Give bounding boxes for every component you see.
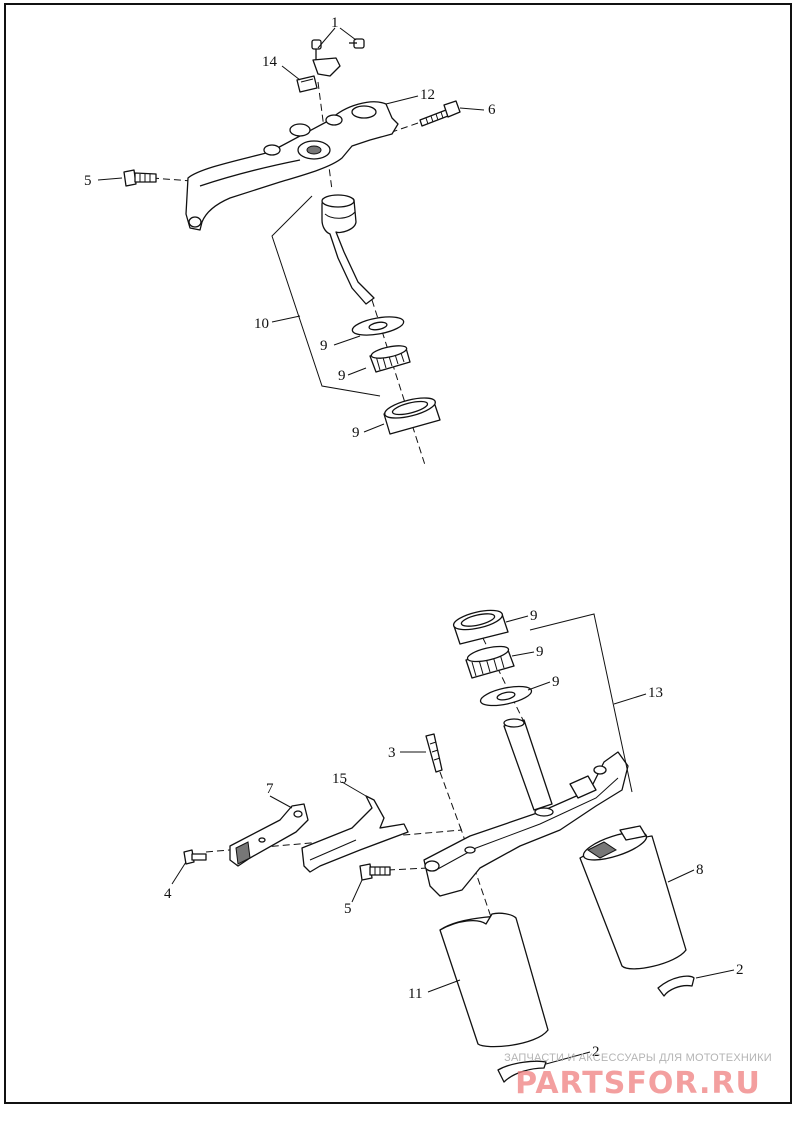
mount-plate-part-7 <box>229 803 309 867</box>
screw-part-3 <box>425 733 443 773</box>
callout-5-lower: 5 <box>344 901 352 917</box>
fork-cover-part-8 <box>579 825 687 970</box>
fork-cover-part-11 <box>439 912 549 1048</box>
callout-10: 10 <box>254 316 269 332</box>
leader-5-upper <box>97 177 123 181</box>
bracket-10 <box>271 195 381 397</box>
bolt-part-5-lower <box>359 863 391 881</box>
bolt-part-5-upper <box>123 169 157 187</box>
leader-13 <box>613 693 647 705</box>
bracket-axis-lower <box>205 829 463 853</box>
callout-9-washer-top: 9 <box>320 338 328 354</box>
leader-9-bearing-top <box>347 367 367 376</box>
center-axis-lower <box>477 627 525 723</box>
leader-9-bearing-bottom <box>511 651 535 657</box>
leader-12 <box>385 95 419 105</box>
bolt-part-6 <box>419 100 461 127</box>
callout-9-bearing-top: 9 <box>338 368 346 384</box>
callout-9-race-bottom: 9 <box>530 608 538 624</box>
bearing-race-part-9-lower <box>452 609 509 645</box>
callout-3: 3 <box>388 745 396 761</box>
leader-1b <box>339 27 357 41</box>
clamp-bracket <box>312 57 341 77</box>
tapered-bearing-part-9-upper <box>369 345 411 373</box>
leader-7 <box>269 795 293 809</box>
leader-2-bottom <box>545 1051 591 1065</box>
callout-6: 6 <box>488 102 496 118</box>
callout-4: 4 <box>164 886 172 902</box>
watermark-logo: PARTSFOR.RU <box>515 1066 761 1100</box>
callout-5-upper: 5 <box>84 173 92 189</box>
leader-2-right <box>695 969 735 979</box>
callout-9-washer-bottom: 9 <box>552 674 560 690</box>
bracket-13 <box>529 613 633 793</box>
leader-1a <box>317 27 336 49</box>
callout-8: 8 <box>696 862 704 878</box>
screw-part-1 <box>311 38 365 60</box>
callout-14: 14 <box>262 54 278 70</box>
callout-2-bottom: 2 <box>592 1044 600 1060</box>
bracket-part-15 <box>301 795 409 873</box>
washer-part-9-upper <box>351 316 405 336</box>
leader-8 <box>667 869 695 883</box>
rubber-pad-part-14 <box>296 75 318 93</box>
leader-9-washer-bottom <box>527 681 551 691</box>
wire-clip-part-2-right <box>657 975 695 997</box>
leader-9-washer-top <box>333 335 361 346</box>
screw-axis-3 <box>439 771 463 833</box>
tapered-bearing-part-9-lower <box>465 645 515 679</box>
leader-14 <box>281 65 301 81</box>
leader-9-race-top <box>363 423 385 433</box>
bolt-axis-lower-5 <box>387 867 429 871</box>
callout-1: 1 <box>331 15 339 31</box>
callout-11: 11 <box>408 986 422 1002</box>
callout-9-bearing-bottom: 9 <box>536 644 544 660</box>
bearing-race-part-9-upper <box>383 397 441 435</box>
callout-2-right: 2 <box>736 962 744 978</box>
steering-stem <box>321 194 375 305</box>
leader-11 <box>427 979 461 993</box>
leader-15 <box>341 781 367 797</box>
callout-15: 15 <box>332 771 347 787</box>
svg-text:PARTSFOR.RU: PARTSFOR.RU <box>515 1066 761 1100</box>
leader-6 <box>459 107 485 111</box>
leader-5-lower <box>351 879 363 903</box>
center-axis-upper <box>317 81 333 191</box>
wire-clip-part-2-bottom <box>497 1060 547 1083</box>
leader-4 <box>171 861 187 885</box>
lower-triple-clamp-part-13 <box>423 718 629 897</box>
watermark-caption: ЗАПЧАСТИ И АКСЕССУАРЫ ДЛЯ МОТОТЕХНИКИ <box>504 1052 772 1064</box>
leader-10 <box>271 315 301 323</box>
callout-13: 13 <box>648 685 663 701</box>
upper-triple-clamp-part-12 <box>185 101 399 231</box>
callout-7: 7 <box>266 781 274 797</box>
leader-9-race-bottom <box>505 615 529 623</box>
callout-12: 12 <box>420 87 435 103</box>
washer-part-9-lower <box>479 685 533 707</box>
screw-part-4 <box>183 849 207 865</box>
callout-9-race-top: 9 <box>352 425 360 441</box>
diagram-frame <box>4 3 792 1104</box>
